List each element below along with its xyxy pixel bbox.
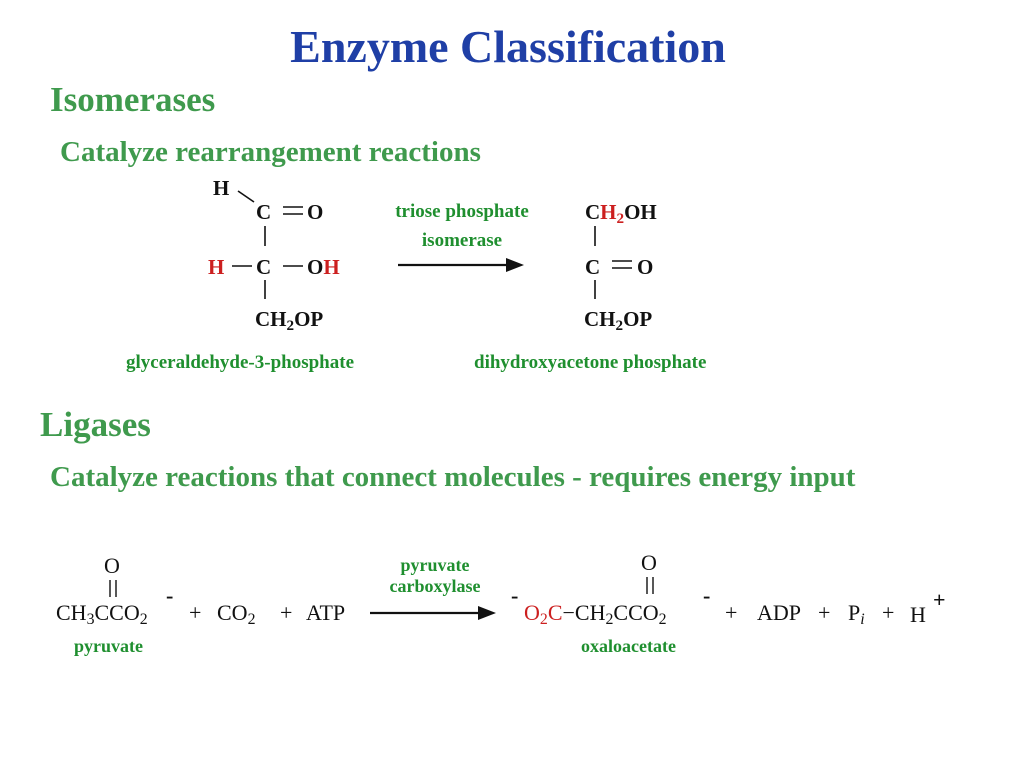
reactant-c2: C: [256, 255, 272, 279]
reactant-oh: OH: [307, 255, 340, 279]
reactant-o1: O: [307, 200, 324, 224]
plus-4: +: [818, 600, 831, 625]
pyruvate-o-top: O: [104, 553, 120, 578]
product-top-group: CH2OH: [585, 200, 657, 227]
isomerases-description: Catalyze rearrangement reactions: [60, 136, 481, 168]
proton-charge: +: [933, 587, 946, 612]
plus-2: +: [280, 600, 293, 625]
product-o2: O: [637, 255, 654, 279]
isomerase-enzyme-line1: triose phosphate: [395, 201, 529, 222]
product-ch2op: CH2OP: [584, 307, 653, 334]
oxaloacetate-o-top: O: [641, 550, 657, 575]
reactant-c1: C: [256, 200, 272, 224]
isomerase-enzyme-line2: isomerase: [421, 230, 503, 251]
ligases-description: Catalyze reactions that connect molecule…: [50, 461, 856, 493]
plus-1: +: [189, 600, 202, 625]
adp: ADP: [757, 600, 802, 625]
plus-5: +: [882, 600, 895, 625]
ligase-enzyme-line2: carboxylase: [389, 576, 481, 596]
ligase-arrow-head: [478, 606, 496, 620]
plus-3: +: [725, 600, 738, 625]
oxaloacetate-charge-left: -: [511, 583, 519, 608]
ligase-enzyme-line1: pyruvate: [400, 555, 470, 575]
reactant-h-left: H: [208, 255, 225, 279]
co2: CO2: [217, 600, 256, 628]
ligases-heading: Ligases: [40, 405, 151, 444]
reactant-name: glyceraldehyde-3-phosphate: [126, 352, 354, 373]
pyruvate-charge: -: [166, 583, 174, 608]
proton-h: H: [910, 602, 926, 627]
oxaloacetate-charge-right: -: [703, 583, 711, 608]
slide-title: Enzyme Classification: [290, 21, 726, 72]
oxaloacetate-formula: O2C−CH2CCO2: [524, 600, 667, 628]
product-c2: C: [585, 255, 601, 279]
reactant-ch2op: CH2OP: [255, 307, 324, 334]
atp: ATP: [306, 600, 346, 625]
pyruvate-formula: CH3CCO2: [56, 600, 148, 628]
product-name: dihydroxyacetone phosphate: [474, 352, 707, 373]
isomerases-heading: Isomerases: [50, 80, 216, 119]
isomerase-arrow-head: [506, 258, 524, 272]
pi: Pi: [848, 600, 865, 628]
pyruvate-name: pyruvate: [74, 636, 143, 656]
reactant-h-top: H: [213, 176, 230, 200]
bond-h-c1: [237, 190, 255, 203]
oxaloacetate-name: oxaloacetate: [581, 636, 676, 656]
